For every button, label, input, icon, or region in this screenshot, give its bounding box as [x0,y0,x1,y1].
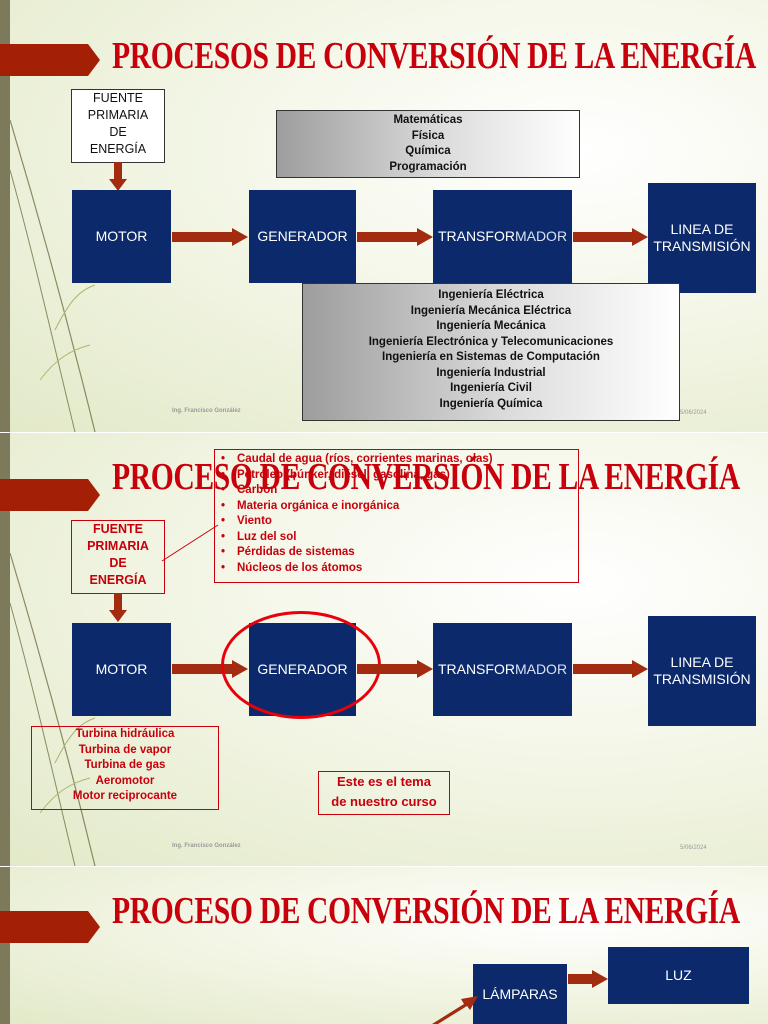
engineering-item: Ingeniería Mecánica [436,320,546,332]
motor-label: MOTOR [95,661,148,677]
energy-sources-box: Caudal de agua (ríos, corrientes marinas… [214,449,579,583]
source-item: Luz del sol [215,530,578,546]
motor-type-item: Turbina de vapor [78,743,172,756]
slide-2: PROCESO DE CONVERSIÓN DE LA ENERGÍA Caud… [0,433,768,866]
slide-sidebar [0,433,10,866]
diagonal-arrow [432,996,478,1024]
source-item: Petróleo (búnker, diésel, gasolina, gas) [215,468,578,484]
source-item: Carbón [215,483,578,499]
linea-line-2: TRANSMISIÓN [653,238,751,254]
fuente-line-2: PRIMARIA [87,539,149,553]
source-item: Pérdidas de sistemas [215,545,578,561]
luz-box: LUZ [608,947,749,1004]
decorative-curves [9,119,96,432]
motor-label: MOTOR [95,228,148,244]
fuente-primaria-box: FUENTE PRIMARIA DE ENERGÍA [71,520,165,594]
fuente-primaria-box: FUENTE PRIMARIA DE ENERGÍA [71,89,165,163]
down-arrow [109,593,127,622]
down-arrow [109,162,127,191]
title-ribbon [0,44,100,76]
engineering-item: Ingeniería Química [439,397,543,410]
lamparas-box: LÁMPARAS [473,964,567,1024]
decorative-curves [9,552,96,866]
connector-line [161,524,219,562]
arrow-generador-transformador [357,228,433,246]
subject-item: Química [405,145,451,157]
lamparas-label: LÁMPARAS [482,985,558,1002]
fuente-line-1: FUENTE [93,91,143,105]
motor-types-box: Turbina hidráulica Turbina de vapor Turb… [31,726,219,810]
transformador-label: TRANSFORMADOR [437,228,568,244]
linea-line-1: LINEA DE [670,221,734,237]
engineering-item: Ingeniería en Sistemas de Computación [382,351,600,363]
title-ribbon [0,911,100,943]
engineering-item: Ingeniería Eléctrica [438,289,544,301]
note-line-1: Este es el tema [337,774,431,789]
slide-title: PROCESO DE CONVERSIÓN DE LA ENERGÍA [112,890,740,932]
engineering-item: Ingeniería Industrial [436,366,546,379]
motor-type-item: Aeromotor [95,774,155,787]
generador-box: GENERADOR [249,190,356,283]
slide-sidebar [0,0,10,432]
fuente-line-2: PRIMARIA [87,108,149,122]
motor-type-item: Turbina hidráulica [75,728,175,740]
source-item: Caudal de agua (ríos, corrientes marinas… [215,452,578,468]
motor-type-item: Motor reciprocante [72,790,178,802]
fuente-line-4: ENERGÍA [89,573,147,587]
arrow-generador-transformador [357,660,433,678]
generador-label: GENERADOR [257,228,348,244]
fuente-line-3: DE [109,556,127,570]
motor-box: MOTOR [72,190,171,283]
course-note-box: Este es el tema de nuestro curso [318,771,450,815]
fuente-line-3: DE [109,125,127,139]
subjects-box: Matemáticas Física Química Programación [276,110,580,178]
motor-type-item: Turbina de gas [84,759,166,771]
source-item: Viento [215,514,578,530]
motor-box: MOTOR [72,623,171,716]
engineering-item: Ingeniería Mecánica Eléctrica [410,304,572,317]
linea-line-1: LINEA DE [670,654,734,670]
linea-line-2: TRANSMISIÓN [653,671,751,687]
arrow-motor-generador [172,228,248,246]
slide-1: PROCESOS DE CONVERSIÓN DE LA ENERGÍA FUE… [0,0,768,432]
title-ribbon [0,479,100,511]
slide-3: PROCESO DE CONVERSIÓN DE LA ENERGÍA LÁMP… [0,867,768,1024]
footer-author: Ing. Francisco González [172,408,241,414]
engineering-item: Ingeniería Civil [450,382,532,394]
footer-date: 5/06/2024 [680,410,707,416]
subject-item: Programación [389,160,467,173]
fuente-line-4: ENERGÍA [89,142,147,156]
engineering-item: Ingeniería Electrónica y Telecomunicacio… [368,335,614,348]
slide-title: PROCESOS DE CONVERSIÓN DE LA ENERGÍA [112,35,756,77]
luz-label: LUZ [665,967,692,983]
footer-date: 5/06/2024 [680,845,707,851]
footer-author: Ing. Francisco González [172,843,241,849]
transformador-label: TRANSFORMADOR [437,661,568,677]
source-item: Materia orgánica e inorgánica [215,499,578,515]
fuente-line-1: FUENTE [93,522,143,536]
slide-sidebar [0,867,10,1024]
subject-item: Física [411,129,445,142]
arrow-lamparas-luz [568,970,608,988]
transformador-box: TRANSFORMADOR [433,623,572,716]
arrow-transformador-linea [573,660,648,678]
engineering-box: Ingeniería Eléctrica Ingeniería Mecánica… [302,283,680,421]
subject-item: Matemáticas [393,114,463,126]
arrow-transformador-linea [573,228,648,246]
source-item: Núcleos de los átomos [215,561,578,577]
transformador-box: TRANSFORMADOR [433,190,572,283]
note-line-2: de nuestro curso [331,794,437,809]
